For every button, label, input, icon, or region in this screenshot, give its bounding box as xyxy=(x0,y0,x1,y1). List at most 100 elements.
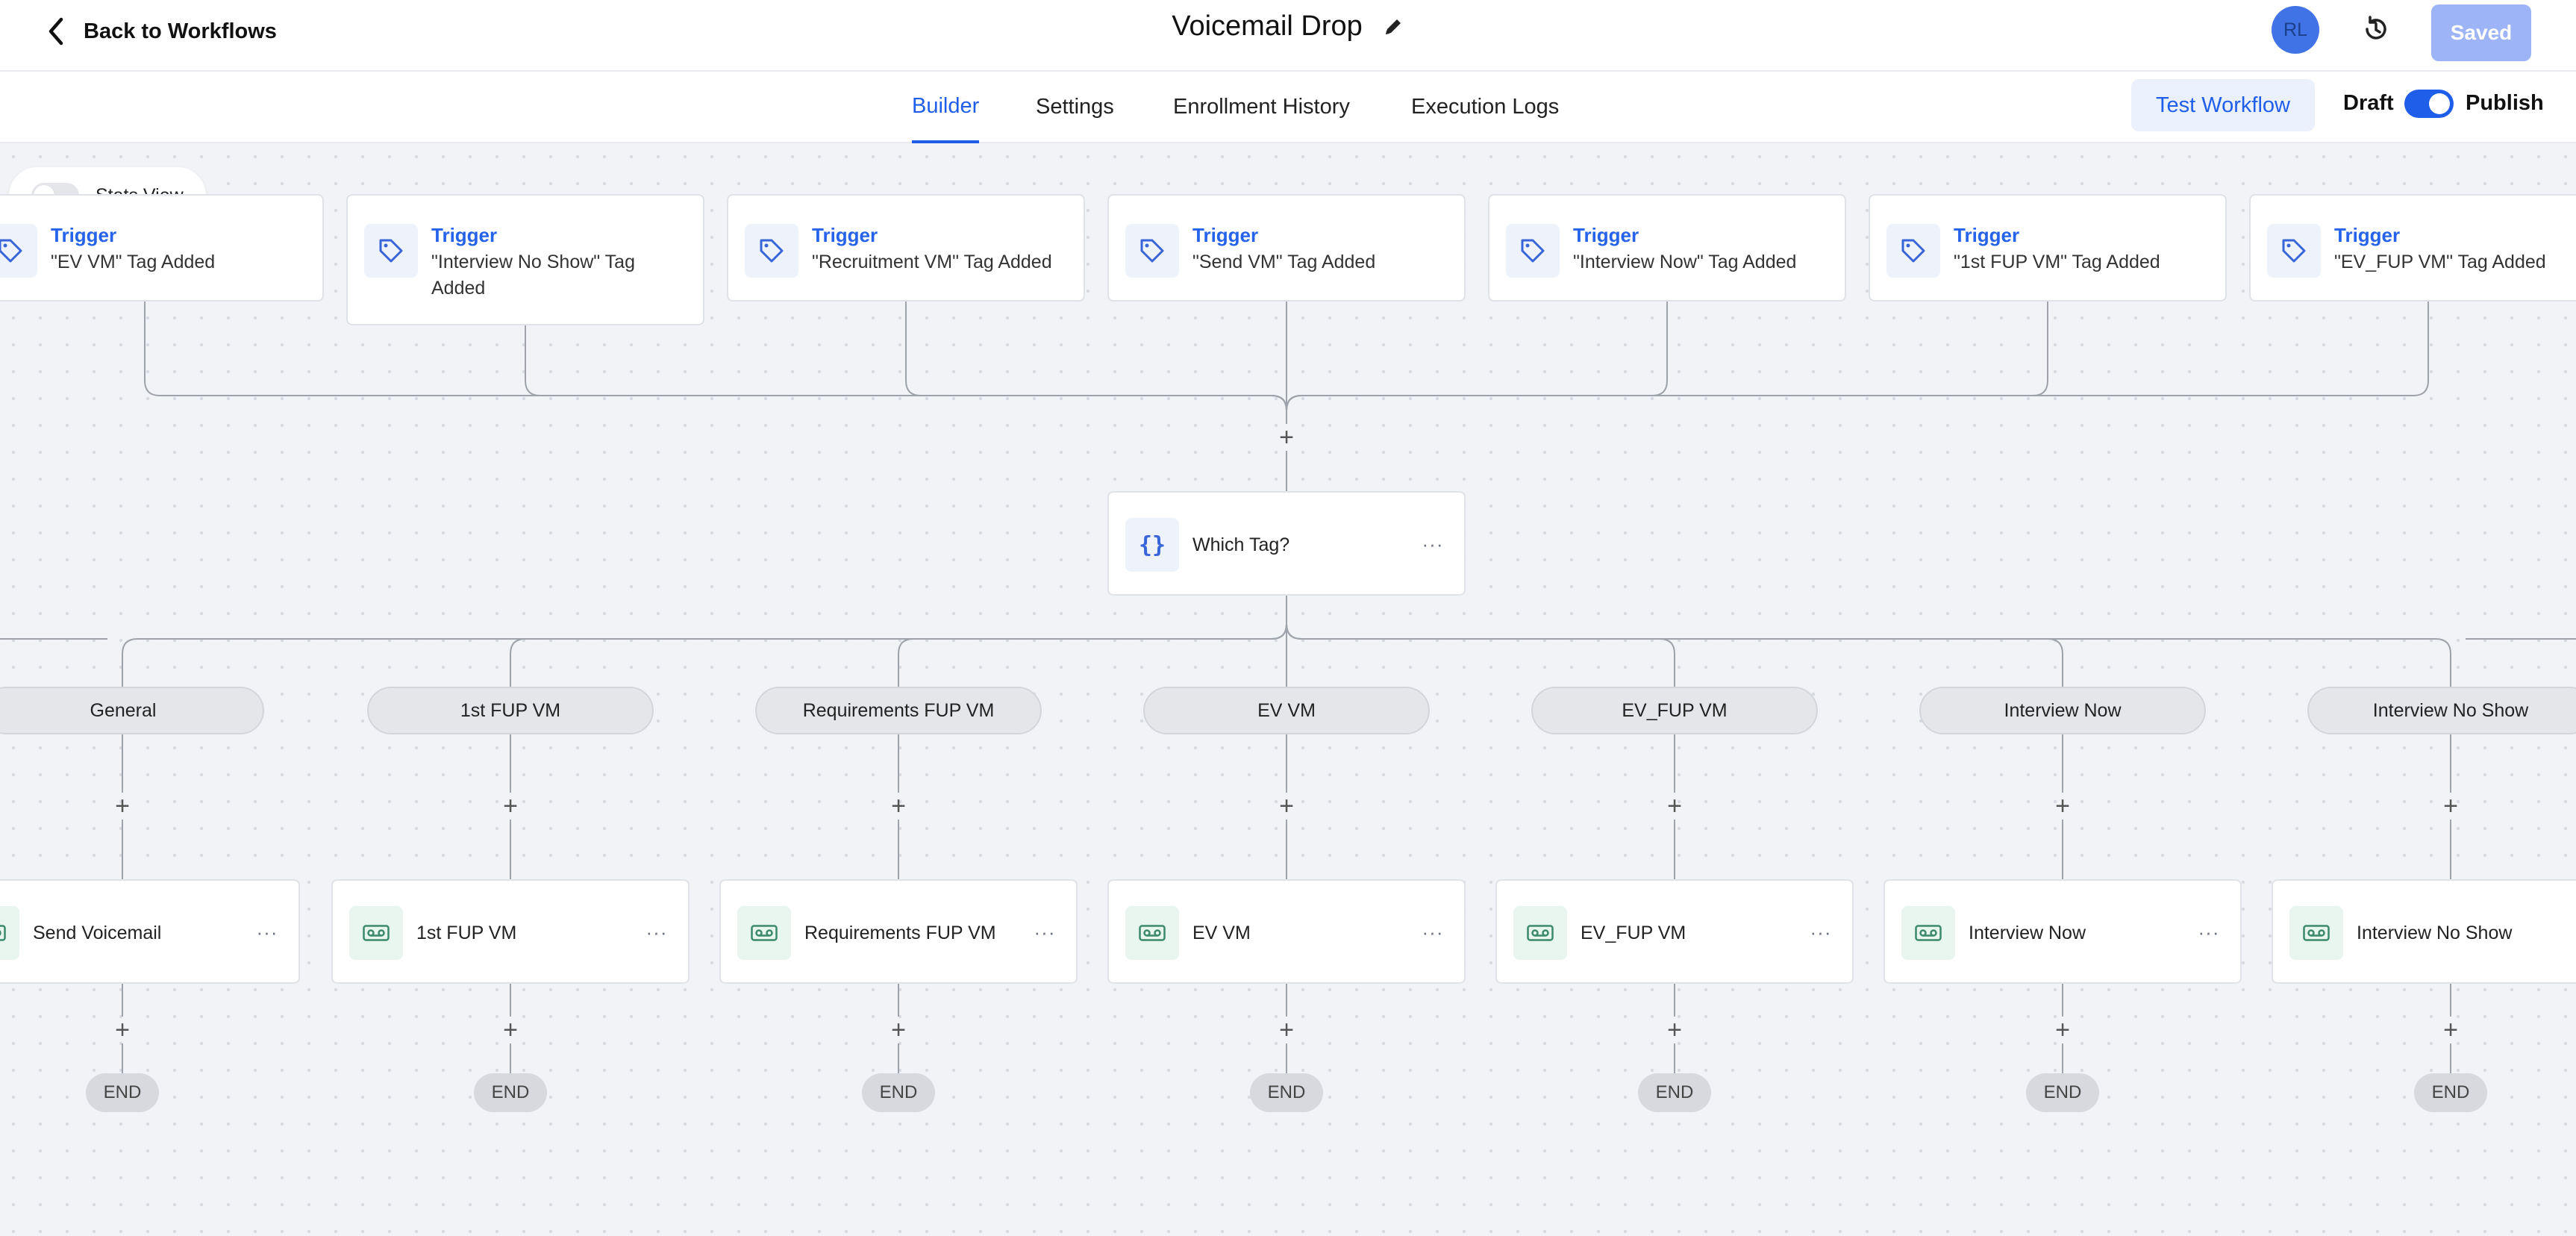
add-step-button[interactable]: + xyxy=(2055,792,2070,820)
tag-icon xyxy=(0,224,37,278)
add-step-button[interactable]: + xyxy=(1667,1016,1682,1044)
trigger-card[interactable]: Trigger "Send VM" Tag Added xyxy=(1107,194,1466,302)
add-step-button[interactable]: + xyxy=(115,1016,130,1044)
voicemail-icon xyxy=(0,906,19,960)
voicemail-icon xyxy=(349,906,403,960)
trigger-subtitle: "EV_FUP VM" Tag Added xyxy=(2334,252,2546,272)
top-header: Back to Workflows Voicemail Drop RL Save… xyxy=(0,0,2576,72)
action-label: Interview Now xyxy=(1969,923,2086,943)
end-node: END xyxy=(2026,1073,2099,1112)
trigger-subtitle: "Interview No Show" Tag Added xyxy=(431,252,635,299)
connector-lines xyxy=(0,302,2576,1073)
trigger-card[interactable]: Trigger "Interview Now" Tag Added xyxy=(1488,194,1846,302)
add-step-button[interactable]: + xyxy=(1667,792,1682,820)
action-card[interactable]: Interview Now ··· xyxy=(1883,879,2242,984)
chevron-left-icon xyxy=(49,17,63,46)
branch-pill[interactable]: Requirements FUP VM xyxy=(755,687,1042,734)
action-label: EV_FUP VM xyxy=(1581,923,1686,943)
branch-pill[interactable]: Interview Now xyxy=(1919,687,2206,734)
trigger-subtitle: "EV VM" Tag Added xyxy=(51,252,216,272)
saved-button[interactable]: Saved xyxy=(2431,4,2531,61)
end-node: END xyxy=(862,1073,935,1112)
branch-pill[interactable]: EV_FUP VM xyxy=(1531,687,1818,734)
branch-pill[interactable]: EV VM xyxy=(1143,687,1430,734)
branch-pill[interactable]: General xyxy=(0,687,264,734)
tag-icon xyxy=(1125,224,1179,278)
end-node: END xyxy=(1638,1073,1711,1112)
history-button[interactable] xyxy=(2360,10,2392,48)
action-label: Interview No Show xyxy=(2357,923,2513,943)
more-menu-icon[interactable]: ··· xyxy=(2198,920,2220,943)
action-label: Requirements FUP VM xyxy=(804,923,996,943)
trigger-title: Trigger xyxy=(2334,224,2401,246)
voicemail-icon xyxy=(737,906,791,960)
trigger-title: Trigger xyxy=(1573,224,1639,246)
tag-icon xyxy=(364,224,418,278)
workflow-title-wrap: Voicemail Drop xyxy=(0,10,2576,43)
action-card[interactable]: Requirements FUP VM ··· xyxy=(719,879,1078,984)
end-node: END xyxy=(2414,1073,2487,1112)
toggle-knob xyxy=(2429,93,2450,114)
add-step-button[interactable]: + xyxy=(1279,792,1294,820)
tab-execution-logs[interactable]: Execution Logs xyxy=(1411,94,1560,119)
trigger-subtitle: "Recruitment VM" Tag Added xyxy=(812,252,1052,272)
trigger-subtitle: "1st FUP VM" Tag Added xyxy=(1954,252,2160,272)
tag-icon xyxy=(2267,224,2321,278)
more-menu-icon[interactable]: ··· xyxy=(1422,532,1444,555)
trigger-card[interactable]: Trigger "EV VM" Tag Added xyxy=(0,194,324,302)
workflow-canvas[interactable]: Stats View Trigger "EV VM" Tag Added Tri… xyxy=(0,143,2576,1236)
more-menu-icon[interactable]: ··· xyxy=(645,920,668,943)
voicemail-icon xyxy=(1513,906,1567,960)
action-card[interactable]: EV_FUP VM ··· xyxy=(1495,879,1854,984)
action-card[interactable]: EV VM ··· xyxy=(1107,879,1466,984)
publish-toggle[interactable] xyxy=(2404,90,2454,118)
branch-pill[interactable]: Interview No Show xyxy=(2307,687,2576,734)
trigger-title: Trigger xyxy=(1954,224,2020,246)
add-step-button[interactable]: + xyxy=(891,1016,906,1044)
braces-icon: {} xyxy=(1125,518,1179,572)
condition-card[interactable]: {} Which Tag? ··· xyxy=(1107,491,1466,596)
trigger-title: Trigger xyxy=(431,224,498,246)
end-node: END xyxy=(474,1073,547,1112)
tag-icon xyxy=(1506,224,1560,278)
branch-pill[interactable]: 1st FUP VM xyxy=(367,687,654,734)
voicemail-icon xyxy=(2289,906,2343,960)
trigger-card[interactable]: Trigger "Interview No Show" Tag Added xyxy=(346,194,704,325)
trigger-card[interactable]: Trigger "Recruitment VM" Tag Added xyxy=(727,194,1085,302)
more-menu-icon[interactable]: ··· xyxy=(1034,920,1056,943)
add-step-button[interactable]: + xyxy=(1279,1016,1294,1044)
add-step-button[interactable]: + xyxy=(115,792,130,820)
test-workflow-button[interactable]: Test Workflow xyxy=(2131,79,2315,131)
tab-enrollment-history[interactable]: Enrollment History xyxy=(1173,94,1350,119)
add-step-button[interactable]: + xyxy=(891,792,906,820)
add-step-button[interactable]: + xyxy=(1279,423,1294,452)
trigger-title: Trigger xyxy=(812,224,878,246)
add-step-button[interactable]: + xyxy=(503,792,518,820)
trigger-subtitle: "Send VM" Tag Added xyxy=(1192,252,1376,272)
more-menu-icon[interactable]: ··· xyxy=(1810,920,1832,943)
workflow-title: Voicemail Drop xyxy=(1172,10,1363,42)
trigger-title: Trigger xyxy=(1192,224,1259,246)
trigger-subtitle: "Interview Now" Tag Added xyxy=(1573,252,1797,272)
condition-label: Which Tag? xyxy=(1192,534,1290,555)
voicemail-icon xyxy=(1125,906,1179,960)
more-menu-icon[interactable]: ··· xyxy=(256,920,278,943)
add-step-button[interactable]: + xyxy=(2443,1016,2458,1044)
tab-builder[interactable]: Builder xyxy=(912,72,980,143)
trigger-card[interactable]: Trigger "EV_FUP VM" Tag Added xyxy=(2249,194,2576,302)
pencil-icon[interactable] xyxy=(1382,16,1404,38)
action-label: EV VM xyxy=(1192,923,1251,943)
trigger-title: Trigger xyxy=(51,224,117,246)
add-step-button[interactable]: + xyxy=(503,1016,518,1044)
add-step-button[interactable]: + xyxy=(2055,1016,2070,1044)
avatar[interactable]: RL xyxy=(2272,6,2319,54)
action-card[interactable]: Interview No Show ··· xyxy=(2272,879,2576,984)
add-step-button[interactable]: + xyxy=(2443,792,2458,820)
action-card[interactable]: 1st FUP VM ··· xyxy=(331,879,690,984)
action-label: 1st FUP VM xyxy=(416,923,517,943)
action-card[interactable]: Send Voicemail ··· xyxy=(0,879,300,984)
more-menu-icon[interactable]: ··· xyxy=(1422,920,1444,943)
trigger-card[interactable]: Trigger "1st FUP VM" Tag Added xyxy=(1869,194,2227,302)
tab-settings[interactable]: Settings xyxy=(1036,94,1114,119)
back-to-workflows-link[interactable]: Back to Workflows xyxy=(45,13,277,49)
